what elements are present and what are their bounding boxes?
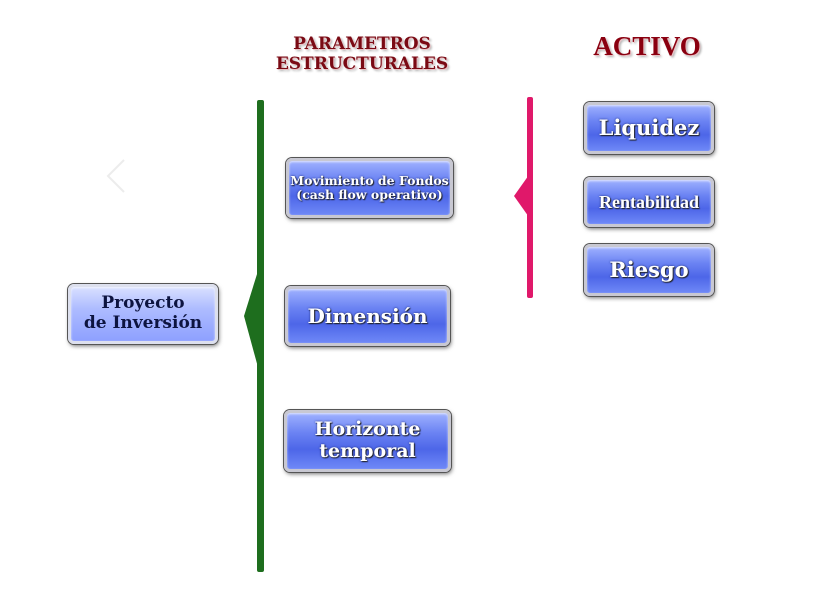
box-movimiento-de-fondos: Movimiento de Fondos (cash flow operativ… xyxy=(286,158,453,218)
box-horizonte-temporal: Horizonte temporal xyxy=(284,410,451,472)
green-bracket-pointer xyxy=(244,258,262,382)
box-movimiento-label: Movimiento de Fondos (cash flow operativ… xyxy=(290,172,449,202)
box-liquidez: Liquidez xyxy=(584,102,714,154)
box-rentabilidad: Rentabilidad xyxy=(584,177,714,227)
box-riesgo-label: Riesgo xyxy=(609,256,689,282)
box-riesgo: Riesgo xyxy=(584,244,714,296)
box-horizonte-label: Horizonte temporal xyxy=(314,418,421,462)
box-rentabilidad-label: Rentabilidad xyxy=(598,191,700,212)
box-dimension-label: Dimensión xyxy=(307,303,428,328)
box-dimension: Dimensión xyxy=(285,286,450,346)
box-proyecto-de-inversion: Proyecto de Inversión xyxy=(68,284,218,344)
faint-chevron-icon xyxy=(106,159,125,193)
box-liquidez-label: Liquidez xyxy=(598,114,700,140)
pink-bracket-pointer xyxy=(514,172,531,220)
heading-activo: ACTIVO xyxy=(593,31,701,61)
box-proyecto-label: Proyecto de Inversión xyxy=(83,293,203,333)
heading-parametros-estructurales: PARAMETROS ESTRUCTURALES xyxy=(275,34,449,75)
